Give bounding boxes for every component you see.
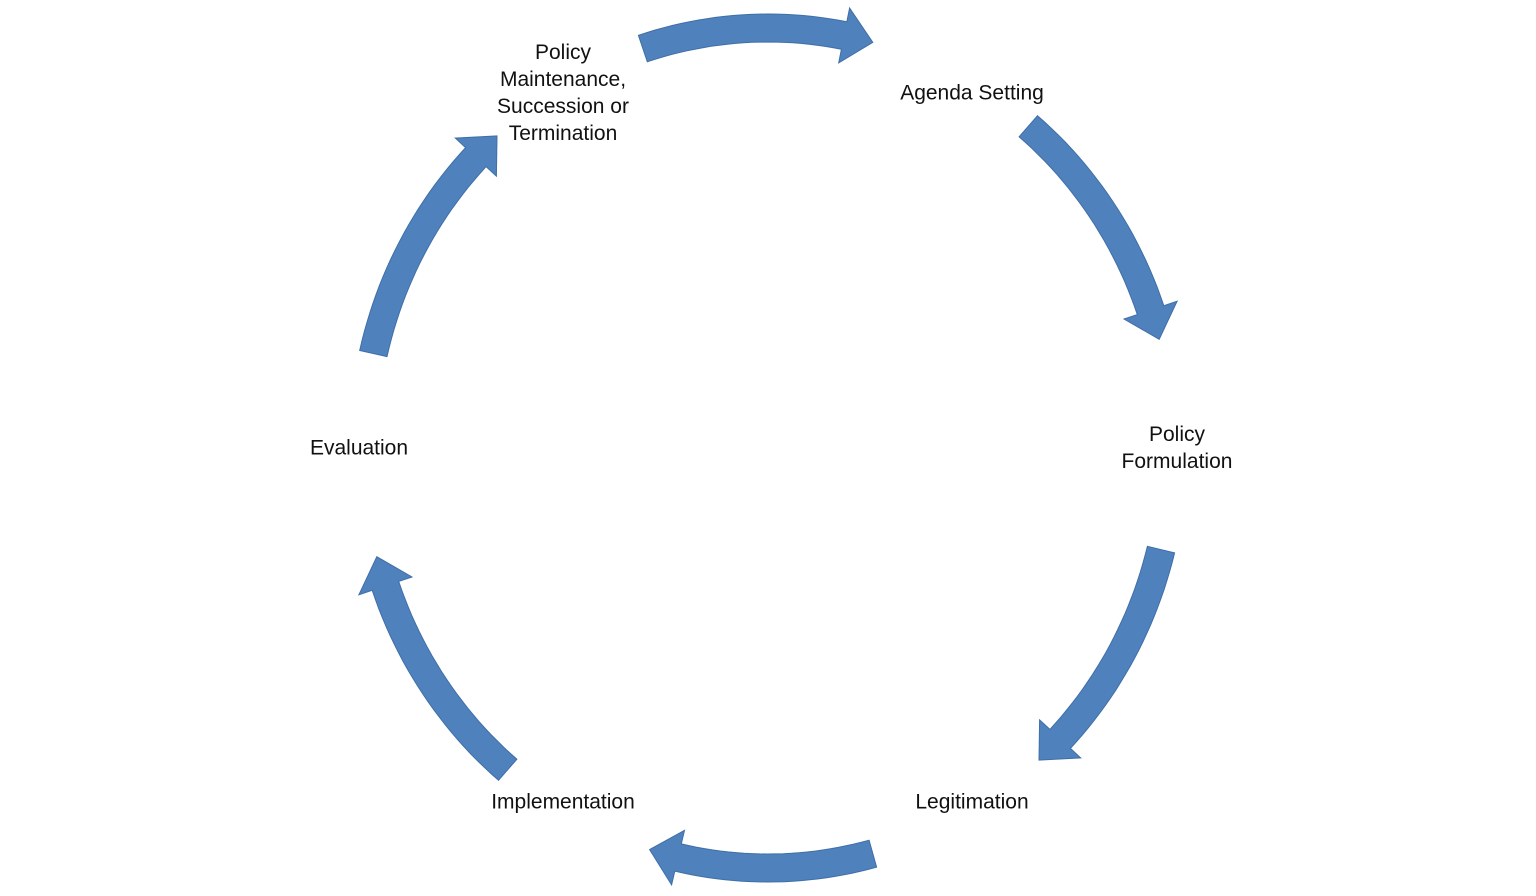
- arrow-evaluation-to-maintenance: [359, 135, 498, 358]
- arrow-legitimation-to-implementation: [648, 829, 878, 887]
- stage-legitimation-label: Legitimation: [915, 790, 1029, 814]
- stage-implementation-label: Implementation: [491, 790, 635, 814]
- stage-evaluation-label: Evaluation: [309, 436, 409, 460]
- arrow-maintenance-to-agenda: [637, 6, 874, 64]
- stage-agenda-setting-label: Agenda Setting: [900, 81, 1044, 105]
- arrow-agenda-to-formulation: [1018, 114, 1179, 341]
- arrow-implementation-to-evaluation: [357, 555, 518, 782]
- stage-policy-maintenance-label: Policy Maintenance, Succession or Termin…: [497, 41, 629, 145]
- stage-policy-formulation-label: Policy Formulation: [1121, 423, 1233, 473]
- arrow-formulation-to-legitimation: [1038, 545, 1176, 761]
